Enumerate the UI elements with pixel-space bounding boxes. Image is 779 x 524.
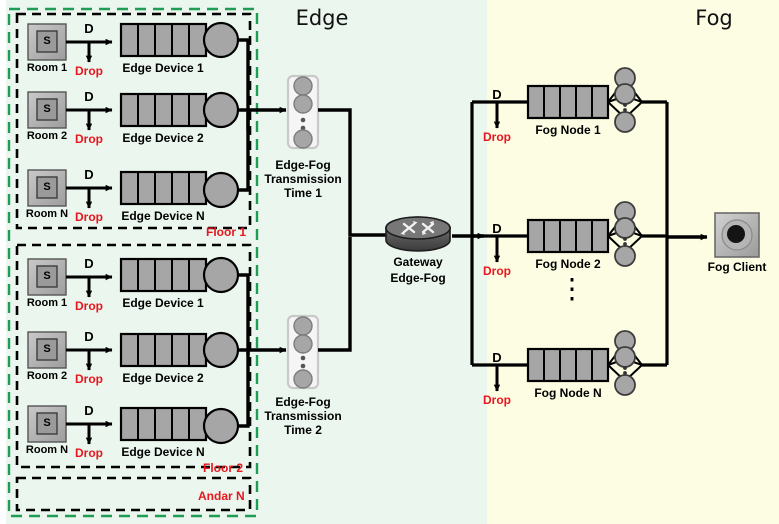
drop-label-f2-r1: Drop: [75, 299, 103, 313]
edge-queue-f2-r2: [119, 332, 208, 368]
edge-queue-f1-r2: [119, 92, 208, 128]
room-label-f1-r1: Room 1: [26, 62, 68, 74]
sensor-letter-f2-r3: S: [43, 417, 51, 429]
transmission-2-line3: Time 2: [284, 423, 322, 437]
fog-zone-title: Fog: [695, 6, 733, 30]
d-label-fog-1: D: [492, 87, 502, 102]
fog-node-1-label: Fog Node 1: [535, 123, 601, 137]
floor-2-label: Floor 2: [203, 461, 244, 475]
edge-fog-transmission-1: [286, 74, 398, 239]
device-label-f1-r2: Edge Device 2: [122, 131, 204, 145]
fog-client-icon: [714, 212, 760, 258]
gateway-line2: Edge-Fog: [390, 271, 446, 285]
fog-node-1-fan: [607, 67, 643, 133]
transmission-2-line1: Edge-Fog: [275, 395, 331, 409]
d-label-fog-2: D: [492, 221, 502, 236]
fog-node-1: [526, 67, 667, 133]
device-label-f1-r3: Edge Device N: [121, 209, 205, 223]
fog-node-2: [526, 201, 667, 267]
fog-nodes-ellipsis: ⋮: [558, 273, 586, 304]
device-label-f2-r3: Edge Device N: [121, 445, 205, 459]
transmission-2-line2: Transmission: [264, 409, 342, 423]
room-label-f2-r3: Room N: [25, 444, 69, 456]
device-label-f1-r1: Edge Device 1: [122, 61, 204, 75]
drop-label-fog-1: Drop: [483, 130, 511, 144]
edge-fog-transmission-2: [286, 237, 352, 390]
edge-server-f2-r1: [202, 256, 240, 294]
gateway-router-icon: [385, 216, 485, 252]
edge-zone-background: [0, 0, 487, 524]
left-margin-strip: [0, 0, 6, 524]
edge-row-f1-r3: [27, 112, 250, 209]
fog-output-bus: [665, 102, 708, 365]
d-label-f1-r3: D: [84, 167, 94, 182]
drop-label-f1-r2: Drop: [75, 132, 103, 146]
edge-queue-f2-r1: [119, 257, 208, 293]
edge-queue-f2-r3: [119, 406, 208, 442]
edge-server-f2-r3: [202, 407, 240, 445]
edge-queue-f1-r3: [119, 170, 208, 206]
drop-label-f1-r3: Drop: [75, 210, 103, 224]
fog-node-n: [526, 330, 667, 396]
drop-label-fog-n: Drop: [483, 393, 511, 407]
drop-label-fog-2: Drop: [483, 264, 511, 278]
andar-n-label: Andar N: [198, 489, 245, 503]
fog-node-n-label: Fog Node N: [534, 386, 602, 400]
room-label-f1-r2: Room 2: [26, 130, 68, 142]
edge-zone-title: Edge: [295, 6, 349, 30]
d-label-f2-r2: D: [84, 329, 94, 344]
sensor-letter-f1-r1: S: [43, 35, 51, 47]
drop-label-f2-r2: Drop: [75, 372, 103, 386]
fog-node-n-fan: [607, 330, 643, 396]
floor-1-label: Floor 1: [206, 225, 247, 239]
transmission-1-line2: Transmission: [264, 172, 342, 186]
room-label-f2-r2: Room 2: [26, 370, 68, 382]
edge-row-f1-r1: [27, 21, 250, 130]
drop-label-f1-r1: Drop: [75, 64, 103, 78]
drop-label-f2-r3: Drop: [75, 446, 103, 460]
edge-server-f2-r2: [202, 331, 240, 369]
device-label-f2-r1: Edge Device 1: [122, 296, 204, 310]
device-label-f2-r2: Edge Device 2: [122, 371, 204, 385]
edge-row-f1-r2: [27, 91, 287, 131]
sensor-letter-f1-r3: S: [43, 181, 51, 193]
fog-client-label: Fog Client: [707, 260, 767, 274]
floor-1-box: [15, 12, 252, 230]
edge-server-f1-r2: [202, 91, 240, 129]
edge-queue-f1-r1: [119, 22, 208, 58]
sensor-letter-f1-r2: S: [43, 103, 51, 115]
transmission-1-line3: Time 1: [284, 186, 322, 200]
edge-server-f1-r3: [202, 171, 240, 209]
fog-node-2-label: Fog Node 2: [535, 257, 601, 271]
sensor-letter-f2-r2: S: [43, 343, 51, 355]
room-label-f2-r1: Room 1: [26, 297, 68, 309]
sensor-letter-f2-r1: S: [43, 270, 51, 282]
d-label-f2-r1: D: [84, 256, 94, 271]
d-label-f2-r3: D: [84, 403, 94, 418]
gateway-line1: Gateway: [393, 255, 443, 269]
edge-server-f1-r1: [202, 21, 240, 59]
edge-row-f2-r3: [27, 352, 250, 445]
floor-2-box: [15, 243, 252, 469]
transmission-1-line1: Edge-Fog: [275, 158, 331, 172]
room-label-f1-r3: Room N: [25, 208, 69, 220]
d-label-f1-r2: D: [84, 89, 94, 104]
edge-row-f2-r2: [27, 331, 287, 371]
d-label-f1-r1: D: [84, 21, 94, 36]
d-label-fog-n: D: [492, 350, 502, 365]
fog-input-bus: [470, 100, 528, 392]
fog-node-2-fan: [607, 201, 643, 267]
edge-row-f2-r1: [27, 256, 250, 355]
andar-n-box: [15, 476, 252, 512]
